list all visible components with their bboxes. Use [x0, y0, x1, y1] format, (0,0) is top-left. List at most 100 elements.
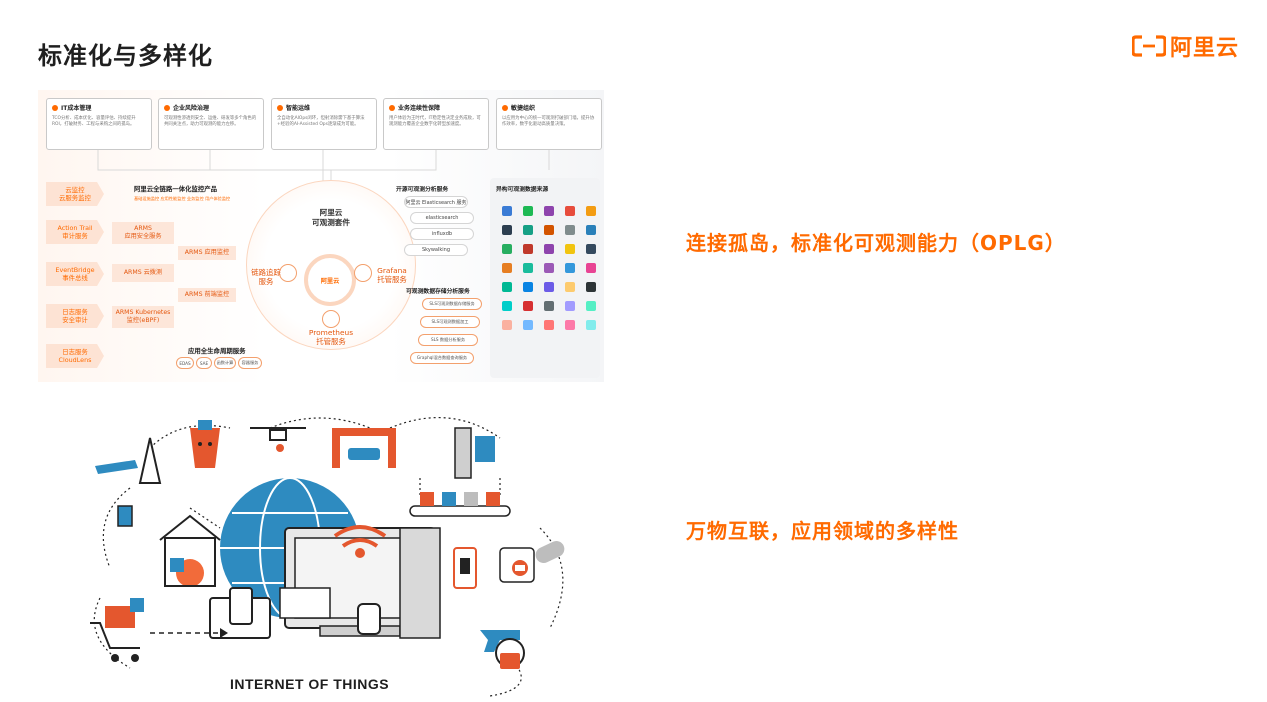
- prometheus-icon: [322, 310, 340, 328]
- card-dot-icon: [502, 104, 508, 111]
- source-logo-icon: [565, 301, 575, 311]
- card-title: 业务连续性保障: [398, 105, 441, 112]
- open-source-title: 开源可观测分析服务: [396, 187, 449, 193]
- source-logo-icon: [586, 206, 596, 216]
- lifecycle-title: 应用全生命周期服务: [188, 347, 246, 355]
- card-dot-icon: [389, 104, 395, 111]
- tool-influxdb: influxdb: [410, 228, 474, 240]
- brand-logo: 阿里云: [1131, 32, 1239, 61]
- app-monitor-label: ARMS 应用监控: [178, 246, 236, 260]
- page-title: 标准化与多样化: [38, 42, 213, 70]
- source-logo-icon: [565, 225, 575, 235]
- card-desc: 全自动化AIOps闭环，但射消除需下基于算法+经验的AI-Assisted Op…: [277, 116, 365, 127]
- source-logo-icon: [502, 244, 512, 254]
- mid-label-arms-security: ARMS 应用安全服务: [112, 222, 174, 244]
- mid-label-arms-k8s: ARMS Kubernetes 监控(eBPF): [112, 306, 174, 328]
- lifecycle-tag: EDAS: [176, 357, 194, 369]
- card-it-cost: IT成本管理 TCO分析、成本优化、容量评估、持续提升ROI，打破财务、工程与采…: [46, 98, 152, 150]
- lifecycle-tag: SAE: [196, 357, 212, 369]
- storage-item: SLS可观测数据存储服务: [422, 298, 482, 310]
- card-desc: TCO分析、成本优化、容量评估、持续提升ROI，打破财务、工程与采购之间的孤岛。: [52, 116, 136, 127]
- source-logo-icon: [565, 320, 575, 330]
- source-logo-icon: [586, 225, 596, 235]
- heading-standardization: 连接孤岛，标准化可观测能力（OPLG）: [686, 231, 1066, 255]
- card-desc: 用户体验为王时代，IT稳定性决定业务成败，可观测能力覆盖企业数字化转型加速度。: [389, 116, 481, 127]
- source-logo-icon: [523, 282, 533, 292]
- storage-item: SLS 数据分析服务: [418, 334, 478, 346]
- source-logo-icon: [586, 244, 596, 254]
- source-logo-icon: [544, 206, 554, 216]
- storage-title: 可观测数据存储分析服务: [406, 289, 470, 295]
- source-logo-icon: [544, 301, 554, 311]
- source-logo-icon: [586, 282, 596, 292]
- source-logo-icon: [544, 263, 554, 273]
- mid-label-arms-synthetic: ARMS 云拨测: [112, 264, 174, 282]
- left-label-log-audit: 日志服务 安全审计: [46, 304, 104, 328]
- product-tags: 基础设施监控 应用性能监控 业务监控 用户体验监控: [134, 196, 231, 201]
- card-desc: 以应用为中心的统一可观测打破部门墙，提升协作效率，数字化驱动高质量决策。: [502, 116, 595, 127]
- source-logo-icon: [544, 320, 554, 330]
- left-label-action-trail: Action Trail 审计服务: [46, 220, 104, 244]
- grafana-icon: [354, 264, 372, 282]
- left-label-eventbridge: EventBridge 事件总线: [46, 262, 104, 286]
- brand-logo-text: 阿里云: [1169, 36, 1239, 61]
- source-logo-icon: [502, 206, 512, 216]
- source-logo-icon: [502, 225, 512, 235]
- heading-diversity: 万物互联，应用领域的多样性: [686, 519, 959, 543]
- iot-illustration: [90, 417, 565, 697]
- source-logo-icon: [523, 320, 533, 330]
- card-title: IT成本管理: [61, 105, 92, 112]
- source-logo-icon: [586, 320, 596, 330]
- source-logo-icon: [502, 301, 512, 311]
- source-logo-icon: [523, 244, 533, 254]
- source-icon-grid: [502, 206, 596, 330]
- tool-skywalking: Skywalking: [404, 244, 468, 256]
- frontend-monitor-label: ARMS 前端监控: [178, 288, 236, 302]
- aliyun-bracket-icon: [1131, 35, 1166, 57]
- card-desc: 可观测性渗透到安全、运维、研发等多个角色的共同关注点，助力可观测的能力左移。: [164, 116, 257, 127]
- card-dot-icon: [164, 104, 170, 111]
- source-logo-icon: [586, 301, 596, 311]
- source-logo-icon: [502, 320, 512, 330]
- source-logo-icon: [502, 282, 512, 292]
- card-agile-org: 敏捷组织 以应用为中心的统一可观测打破部门墙，提升协作效率，数字化驱动高质量决策…: [496, 98, 602, 150]
- source-logo-icon: [565, 282, 575, 292]
- source-logo-icon: [502, 263, 512, 273]
- svc-grafana: Grafana 托管服务: [377, 266, 407, 284]
- source-logo-icon: [523, 301, 533, 311]
- source-logo-icon: [523, 225, 533, 235]
- lifecycle-tag: 容器服务: [238, 357, 262, 369]
- card-title: 敏捷组织: [511, 105, 536, 112]
- tool-aliyun-es: 阿里云 Elasticsearch 服务: [404, 196, 468, 208]
- source-logo-icon: [544, 282, 554, 292]
- source-logo-icon: [544, 244, 554, 254]
- card-business-continuity: 业务连续性保障 用户体验为王时代，IT稳定性决定业务成败，可观测能力覆盖企业数字…: [383, 98, 489, 150]
- tracing-icon: [279, 264, 297, 282]
- observability-architecture-diagram: IT成本管理 TCO分析、成本优化、容量评估、持续提升ROI，打破财务、工程与采…: [38, 90, 604, 382]
- card-title: 企业风险治理: [173, 105, 210, 112]
- source-logo-icon: [565, 244, 575, 254]
- card-dot-icon: [277, 104, 283, 111]
- tool-elasticsearch: elasticsearch: [410, 212, 474, 224]
- source-logo-icon: [523, 263, 533, 273]
- left-label-cloudlens: 日志服务 CloudLens: [46, 344, 104, 368]
- svc-tracing: 链路追踪 服务: [251, 268, 281, 286]
- left-label-cloud-monitor: 云监控 云服务监控: [46, 182, 104, 206]
- center-logo: 阿里云: [304, 254, 356, 306]
- source-logo-icon: [523, 206, 533, 216]
- center-title: 阿里云 可观测套件: [312, 208, 350, 227]
- card-dot-icon: [52, 104, 58, 111]
- card-risk-governance: 企业风险治理 可观测性渗透到安全、运维、研发等多个角色的共同关注点，助力可观测的…: [158, 98, 264, 150]
- card-title: 智能运维: [286, 105, 311, 112]
- storage-item: SLS可观测数据加工: [420, 316, 480, 328]
- storage-item: Graphql混合数据查询服务: [410, 352, 474, 364]
- source-logo-icon: [544, 225, 554, 235]
- source-logo-icon: [586, 263, 596, 273]
- source-logo-icon: [565, 263, 575, 273]
- sources-title: 异构可观测数据来源: [496, 187, 549, 193]
- iot-caption: INTERNET OF THINGS: [230, 676, 390, 692]
- source-logo-icon: [565, 206, 575, 216]
- svc-prometheus: Prometheus 托管服务: [308, 328, 354, 346]
- product-title: 阿里云全链路一体化监控产品: [134, 185, 218, 193]
- card-aiops: 智能运维 全自动化AIOps闭环，但射消除需下基于算法+经验的AI-Assist…: [271, 98, 377, 150]
